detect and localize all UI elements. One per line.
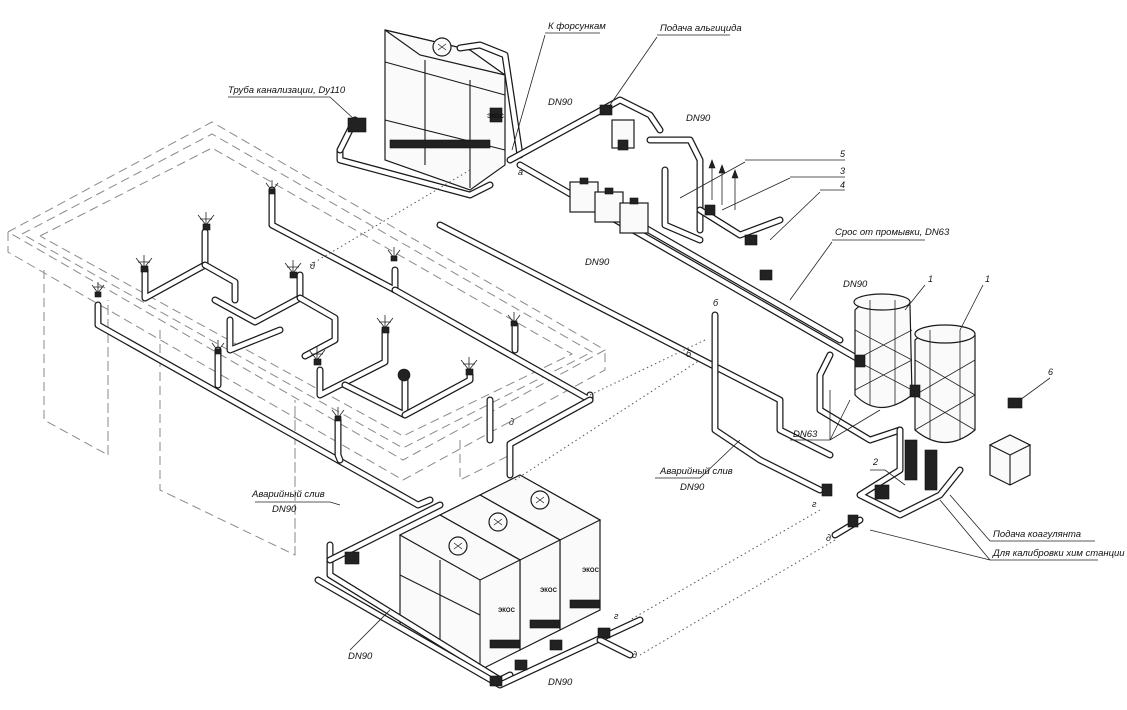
label-dlya-kalibrovki: Для калибровки хим станции [993, 548, 1125, 559]
label-dn90-bottom-left: DN90 [348, 651, 373, 662]
control-box [988, 434, 1032, 486]
label-truba-kanalizacii: Труба канализации, Dу110 [228, 85, 346, 96]
connector-a-top: а [518, 167, 524, 177]
buffer-tank-top [384, 29, 506, 191]
label-dn90-bypass: DN90 [843, 279, 868, 290]
filter-manifold [816, 351, 964, 539]
callout-4: 4 [840, 180, 846, 190]
connection-lines [309, 169, 836, 656]
label-avariyny-sliv-mid-dn: DN90 [680, 482, 705, 493]
sand-filter-2 [914, 324, 976, 443]
label-dn90-right: DN90 [686, 113, 711, 124]
callout-3: 3 [840, 166, 846, 176]
connector-d-right: д [826, 533, 831, 543]
sand-filter-1 [853, 293, 913, 408]
leader-lines [228, 32, 1098, 651]
tank-mark-b1: ЭКОС [582, 568, 600, 574]
label-avariyny-sliv-mid: Аварийный слив [660, 466, 733, 477]
connector-d-mid: д [509, 417, 514, 427]
nozzle-icon [135, 255, 153, 273]
label-sbros-ot-promyvki: Срос от промывки, DN63 [835, 227, 950, 238]
callout-6: 6 [1048, 367, 1054, 377]
nozzle-icon [91, 282, 105, 298]
label-dn90-top: DN90 [548, 97, 573, 108]
tank-mark-top: ЭКОС [487, 114, 505, 120]
nozzle-icon [197, 212, 215, 231]
tank-mark-b2: ЭКОС [540, 588, 558, 594]
connector-a-left: д [310, 261, 315, 271]
callout-1a: 1 [928, 274, 934, 284]
nozzle-icon [507, 312, 521, 327]
nozzle-icon [460, 357, 478, 376]
nozzles [91, 180, 521, 422]
label-avariyny-sliv-left-dn: DN90 [272, 504, 297, 515]
callout-1b: 1 [985, 274, 991, 284]
label-dn90-mid: DN90 [585, 257, 610, 268]
label-podacha-koagulyanta: Подача коагулянта [993, 529, 1082, 540]
connector-g-bottom: г [614, 611, 619, 621]
label-dn90-bottom: DN90 [548, 677, 573, 688]
label-k-forsunkam: К форсункам [548, 21, 606, 32]
nozzle-icon [331, 407, 345, 422]
connector-d-bottom: д [632, 650, 637, 660]
callout-5: 5 [840, 149, 846, 159]
pool-outline [7, 121, 607, 556]
tank-mark-b3: ЭКОС [498, 608, 516, 614]
small-device [1007, 397, 1023, 409]
connector-b-top: б [713, 298, 719, 308]
nozzle-icon [308, 347, 326, 366]
label-podacha-algicida: Подача альгицида [660, 23, 742, 34]
label-avariyny-sliv-left: Аварийный слив [252, 489, 325, 500]
label-dn63: DN63 [793, 429, 818, 440]
bottom-pipe [314, 501, 644, 689]
nozzle-icon [284, 260, 302, 279]
buffer-tank-bottom-3 [398, 514, 522, 671]
callout-2: 2 [873, 457, 879, 467]
connector-g-right: г [812, 499, 817, 509]
nozzle-icon [211, 340, 225, 355]
nozzle-icon [265, 180, 279, 195]
connector-b-mid: б [686, 349, 692, 359]
pool-pipe-network [94, 186, 594, 509]
dosing-station [569, 119, 784, 281]
main-pipe-top [336, 41, 864, 497]
nozzle-icon [376, 315, 394, 334]
nozzle-icon [387, 247, 401, 262]
